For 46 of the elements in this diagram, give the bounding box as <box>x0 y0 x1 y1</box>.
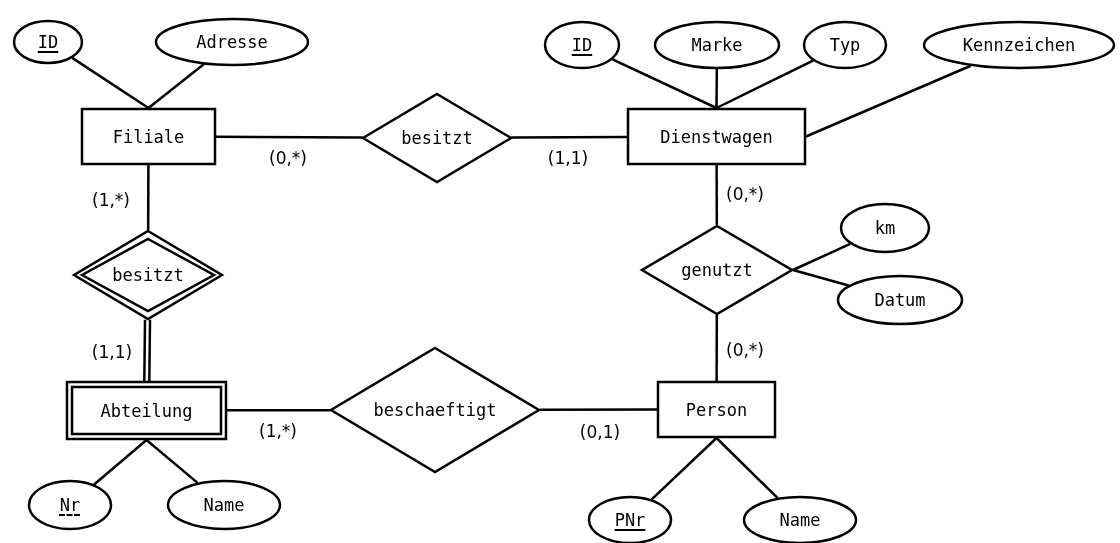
connector-line <box>715 437 779 499</box>
connector-line <box>805 64 972 138</box>
cardinality-label: (1,*) <box>91 190 131 210</box>
attribute-ellipse: Adresse <box>155 18 309 66</box>
entity-box: Filiale <box>81 108 216 165</box>
connector-line <box>146 165 150 231</box>
connector-line <box>227 408 331 412</box>
cardinality-label: (1,1) <box>90 342 134 362</box>
relationship-diamond: besitzt <box>362 93 512 183</box>
connector-line <box>93 439 148 486</box>
cardinality-label: (0,*) <box>725 184 765 204</box>
connector-line <box>143 318 152 383</box>
attribute-ellipse: Typ <box>803 21 887 69</box>
attribute-ellipse: Name <box>167 480 281 530</box>
weak-entity-box: Abteilung <box>66 381 227 440</box>
connector-line <box>792 242 851 272</box>
connector-line <box>511 135 627 139</box>
relationship-diamond: genutzt <box>641 225 793 315</box>
connector-line <box>539 408 657 412</box>
relationship-diamond: beschaeftigt <box>330 347 540 473</box>
connector-line <box>715 69 719 108</box>
attribute-ellipse: Kennzeichen <box>923 21 1115 69</box>
attribute-ellipse: ID <box>13 20 83 64</box>
connector-line <box>650 437 718 501</box>
attribute-ellipse: ID <box>544 21 620 69</box>
cardinality-label: (1,1) <box>546 148 590 168</box>
connector-line <box>792 268 849 287</box>
cardinality-label: (0,*) <box>268 148 308 168</box>
connector-line <box>612 58 718 110</box>
connector-line <box>216 135 363 139</box>
cardinality-label: (0,1) <box>578 422 622 442</box>
connector-line <box>145 439 199 484</box>
connector-line <box>715 165 719 226</box>
connector-line <box>147 63 205 109</box>
weak-relationship-diamond: besitzt <box>73 230 223 320</box>
cardinality-label: (1,*) <box>258 421 298 441</box>
entity-box: Dienstwagen <box>627 108 806 165</box>
connector-line <box>715 314 719 381</box>
attribute-ellipse: Datum <box>837 275 963 325</box>
connector-line <box>715 59 814 110</box>
attribute-ellipse: Marke <box>654 21 780 69</box>
connector-line <box>71 56 150 110</box>
attribute-ellipse: km <box>840 203 930 253</box>
cardinality-label: (0,*) <box>725 340 765 360</box>
attribute-ellipse: Nr <box>28 480 112 530</box>
entity-box: Person <box>657 381 776 438</box>
